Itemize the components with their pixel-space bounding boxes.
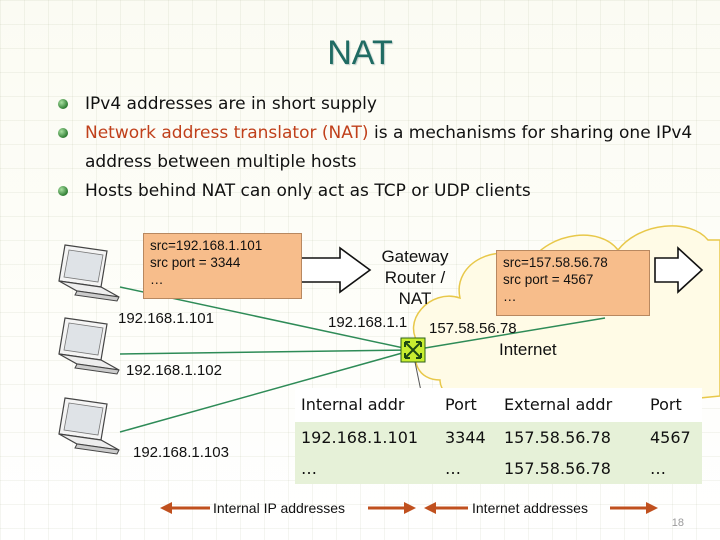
legend-arrow-external — [424, 502, 658, 514]
packet-internal-port: src port = 3344 — [150, 255, 241, 270]
laptop-icon-2 — [58, 317, 120, 375]
table-cell: 3344 — [439, 420, 498, 453]
table-cell: … — [301, 459, 317, 478]
table-row: 192.168.1.101 3344 157.58.56.78 4567 — [295, 420, 702, 453]
table-cell: 4567 — [644, 420, 702, 453]
gateway-line-1: Gateway — [381, 247, 449, 266]
laptop-icon-3 — [58, 397, 120, 455]
slide-title: NAT — [327, 34, 393, 72]
table-row: … … 157.58.56.78 … — [295, 453, 702, 484]
packet-external-port: src port = 4567 — [503, 272, 594, 287]
bullet-text: Hosts behind NAT can only act as TCP or … — [85, 181, 531, 201]
page-number: 18 — [671, 517, 684, 529]
host-2-ip: 192.168.1.102 — [126, 362, 222, 379]
header-port: Port — [650, 394, 682, 414]
link-internet — [412, 317, 606, 351]
link-host-3 — [119, 349, 414, 433]
table-cell: … — [445, 459, 461, 478]
packet-external-src: src=157.58.56.78 — [503, 255, 608, 270]
bullet-highlight: Network address translator (NAT) — [85, 123, 369, 143]
bullet-item: Hosts behind NAT can only act as TCP or … — [58, 177, 698, 206]
link-host-2 — [119, 349, 414, 355]
header-port: Port — [445, 394, 477, 414]
bullet-list: IPv4 addresses are in short supply Netwo… — [58, 90, 698, 206]
host-3-ip: 192.168.1.103 — [133, 444, 229, 461]
bullet-icon — [58, 186, 68, 196]
bullet-item: Network address translator (NAT) is a me… — [58, 119, 698, 177]
gateway-internal-ip: 192.168.1.1 — [328, 314, 408, 331]
bullet-item: IPv4 addresses are in short supply — [58, 90, 698, 119]
legend-internal-label: Internal IP addresses — [213, 500, 346, 516]
packet-internal-more: … — [150, 272, 164, 287]
packet-external: src=157.58.56.78 src port = 4567 … — [496, 250, 650, 316]
bullet-text: IPv4 addresses are in short supply — [85, 94, 377, 114]
table-cell: 157.58.56.78 — [498, 420, 644, 453]
gateway-external-ip: 157.58.56.78 — [429, 320, 517, 337]
packet-internal-src: src=192.168.1.101 — [150, 238, 263, 253]
packet-internal: src=192.168.1.101 src port = 3344 … — [143, 233, 302, 299]
table-cell: 157.58.56.78 — [504, 459, 611, 478]
arrow-to-router-icon — [297, 246, 372, 294]
gateway-line-2: Router / — [384, 268, 446, 287]
host-1-ip: 192.168.1.101 — [118, 310, 214, 327]
table-cell: … — [650, 459, 666, 478]
legend-external-label: Internet addresses — [472, 500, 588, 516]
table-cell: 192.168.1.101 — [295, 420, 439, 453]
bullet-text: is a mechanisms for sharing one IPv4 add… — [85, 123, 693, 172]
nat-table: Internal addr Port External addr Port 19… — [295, 388, 702, 484]
packet-external-more: … — [503, 289, 517, 304]
bullet-icon — [58, 128, 68, 138]
header-internal-addr: Internal addr — [301, 394, 405, 414]
legend-arrow-internal — [160, 502, 416, 514]
internet-label: Internet — [499, 340, 557, 359]
router-icon — [400, 337, 426, 363]
bullet-icon — [58, 99, 68, 109]
gateway-label: Gateway Router / NAT — [360, 246, 470, 309]
table-header-row: Internal addr Port External addr Port — [295, 388, 702, 421]
gateway-line-3: NAT — [398, 289, 432, 308]
laptop-icon-1 — [58, 244, 120, 302]
arrow-to-internet-icon — [654, 246, 704, 294]
header-external-addr: External addr — [504, 394, 613, 414]
